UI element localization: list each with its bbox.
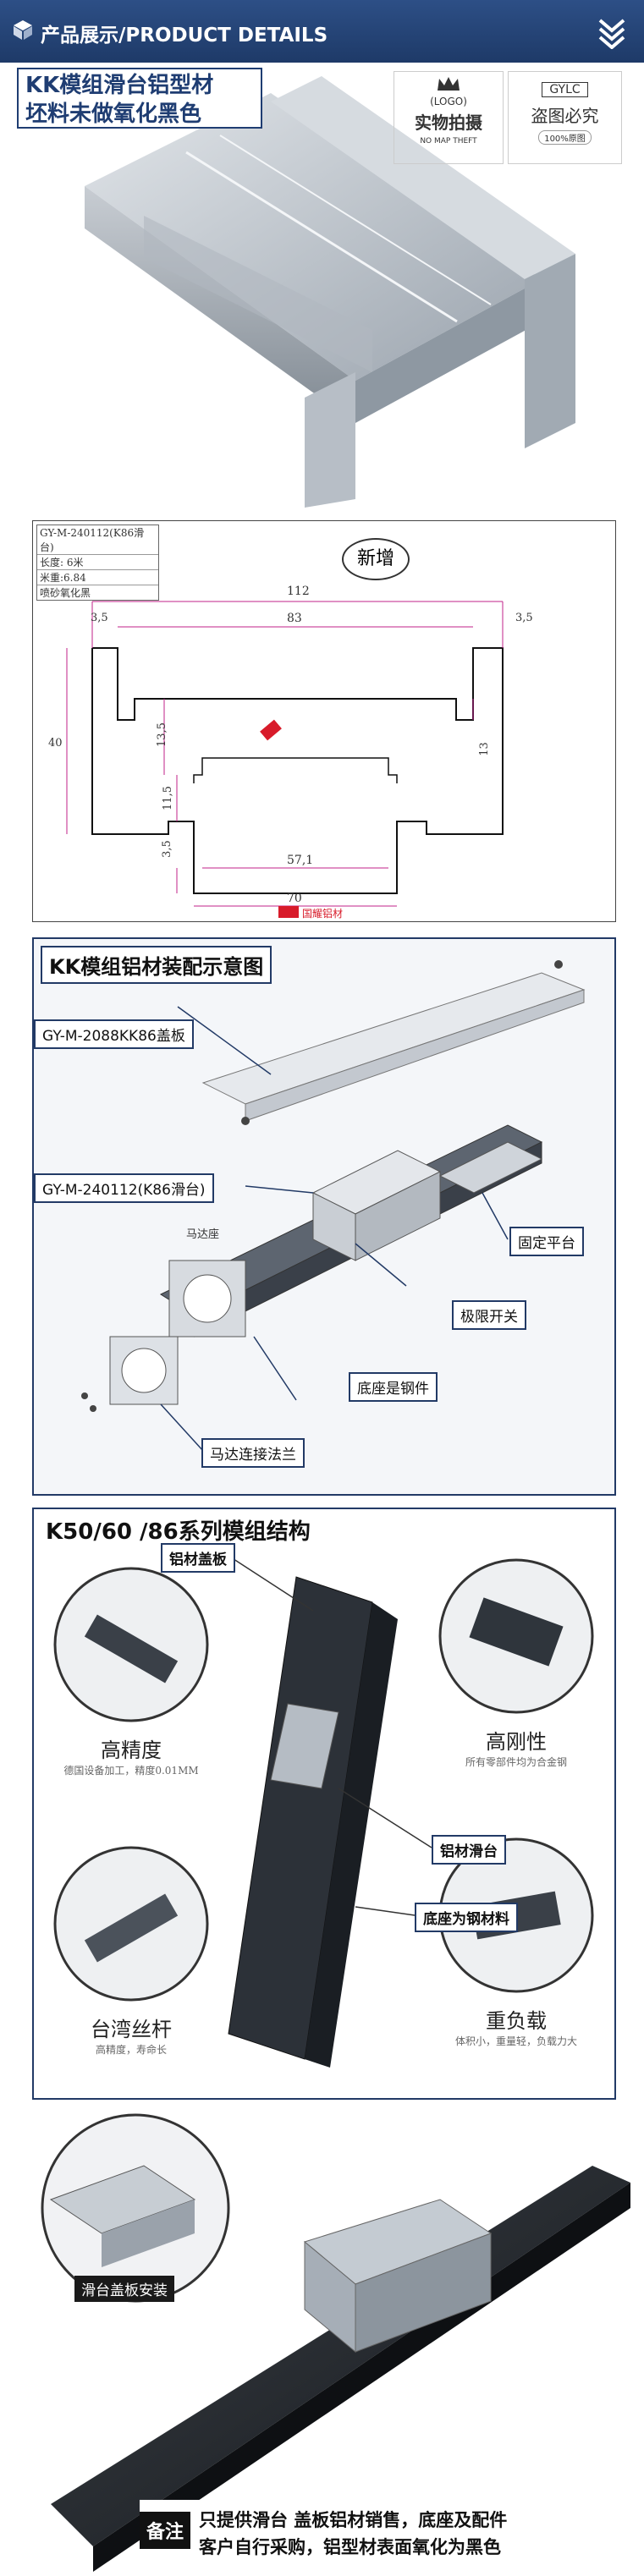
note-box: 备注 只提供滑台 盖板铝材销售，底座及配件 客户自行采购，铝型材表面氧化为黑色 <box>140 2500 639 2568</box>
assembly-title: KK模组铝材装配示意图 <box>41 946 272 984</box>
label-flange: 马达连接法兰 <box>201 1438 305 1468</box>
dim-left-edge: 3,5 <box>91 612 108 624</box>
dim-right-depth: 13 <box>477 742 491 756</box>
header-bar <box>0 0 644 63</box>
cube-icon <box>14 20 32 40</box>
logo-watermark-box: (LOGO) 实物拍摄 NO MAP THEFT <box>394 71 504 164</box>
chevron-down-icon <box>598 19 625 49</box>
dim-total-width: 112 <box>287 585 310 598</box>
logo-text: (LOGO) <box>430 96 467 107</box>
inset-label: 滑台盖板安装 <box>74 2276 174 2302</box>
spec-table: GY-M-240112(K86滑台) 长度: 6米 米重:6.84 喷砂氧化黑 <box>36 525 159 601</box>
label-struct-base: 底座为钢材料 <box>415 1903 518 1932</box>
dim-inner-top: 83 <box>287 612 302 625</box>
new-tag: 新增 <box>342 538 410 580</box>
logo-sub: NO MAP THEFT <box>420 137 477 146</box>
label-cover: GY-M-2088KK86盖板 <box>34 1019 194 1049</box>
feature-title: 重负载 <box>486 2009 547 2033</box>
new-tag-text: 新增 <box>356 548 394 569</box>
profile-callout: KK模组滑台铝型材 坯料未做氧化黑色 <box>17 68 262 129</box>
header-title: 产品展示/PRODUCT DETAILS <box>41 25 328 47</box>
feature-sub: 体积小，重量轻，负载力大 <box>454 2035 577 2047</box>
technical-drawing: GY-M-240112(K86滑台) 长度: 6米 米重:6.84 喷砂氧化黑 … <box>32 520 616 922</box>
feature-title: 台湾丝杆 <box>91 2018 172 2041</box>
spec-line: 米重:6.84 <box>37 570 158 585</box>
module-photo <box>41 2113 630 2572</box>
label-limit-switch: 极限开关 <box>452 1300 526 1330</box>
assembly-illustration <box>81 960 586 1452</box>
assembly-diagram: KK模组铝材装配示意图 GY-M-2088KK86盖板 GY-M-240112( <box>32 937 616 1496</box>
gylc-main: 盗图必究 <box>531 106 599 126</box>
dim-bottom-width: 70 <box>287 892 302 905</box>
feature-sub: 所有零部件均为合金钢 <box>465 1756 567 1768</box>
spec-line: 长度: 6米 <box>37 555 158 570</box>
feature-title: 高刚性 <box>486 1730 547 1754</box>
label-base-steel: 底座是钢件 <box>349 1372 438 1402</box>
gylc-sub: 100%原图 <box>538 130 592 145</box>
drawing-watermark: 国耀铝材 <box>302 908 344 920</box>
dim-bottom-inner: 57,1 <box>287 854 314 867</box>
dim-mid-depth: 11,5 <box>161 786 174 810</box>
note-line1: 只提供滑台 盖板铝材销售，底座及配件 <box>199 2510 508 2530</box>
note-tag: 备注 <box>140 2512 191 2549</box>
label-struct-slide: 铝材滑台 <box>432 1835 506 1865</box>
dim-right-edge: 3,5 <box>515 612 533 624</box>
note-line2: 客户自行采购，铝型材表面氧化为黑色 <box>199 2537 501 2557</box>
aluminum-profile-photo <box>85 76 575 508</box>
callout-line1: KK模组滑台铝型材 <box>25 73 214 98</box>
structure-title: K50/60 /86系列模组结构 <box>46 1519 311 1545</box>
feature-sub: 高精度，寿命长 <box>95 2044 167 2056</box>
spec-line: GY-M-240112(K86滑台) <box>37 525 158 555</box>
label-slide: GY-M-240112(K86滑台) <box>34 1173 214 1203</box>
label-motor-seat: 马达座 <box>186 1228 220 1241</box>
dim-inner-depth: 13,5 <box>155 722 168 747</box>
spec-line: 喷砂氧化黑 <box>40 587 91 599</box>
callout-line2: 坯料未做氧化黑色 <box>25 102 202 127</box>
label-fixed-platform: 固定平台 <box>509 1227 584 1256</box>
gylc-brand: GYLC <box>542 82 588 97</box>
label-struct-cover: 铝材盖板 <box>161 1543 235 1573</box>
gylc-watermark-box: GYLC 盗图必究 100%原图 <box>508 71 622 164</box>
feature-sub: 德国设备加工，精度0.01MM <box>63 1765 199 1777</box>
crown-icon <box>438 77 460 91</box>
logo-main: 实物拍摄 <box>415 113 482 133</box>
profile-outline <box>66 601 504 918</box>
dim-bottom-edge: 3,5 <box>160 840 173 858</box>
structure-panel: K50/60 /86系列模组结构 铝材盖板 铝材滑台 底座为钢材料 高精度 德国… <box>32 1508 616 2100</box>
dim-height: 40 <box>48 737 63 750</box>
feature-title: 高精度 <box>101 1738 162 1762</box>
